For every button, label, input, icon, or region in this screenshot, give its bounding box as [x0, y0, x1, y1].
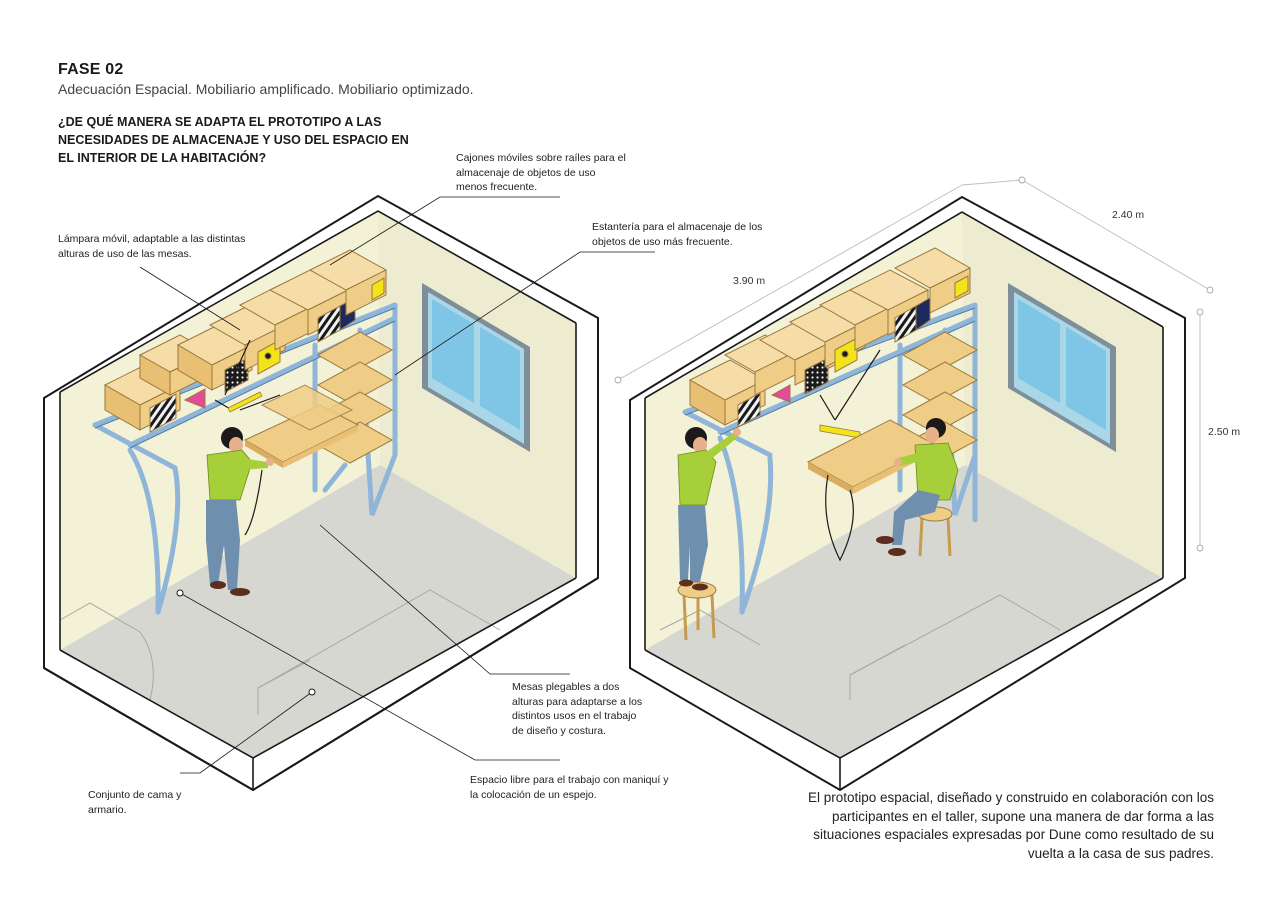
right-room — [614, 176, 1214, 792]
left-leader-lines — [139, 196, 655, 774]
right-window — [1008, 283, 1116, 452]
left-window — [422, 283, 530, 452]
phase-subtitle: Adecuación Espacial. Mobiliario amplific… — [58, 81, 474, 97]
annotation-bed-wardrobe: Conjunto de cama y armario. — [88, 789, 182, 816]
right-drawers — [688, 247, 972, 428]
left-person-standing — [206, 427, 274, 596]
annotation-shelf: Estantería para el almacenaje de los obj… — [592, 221, 763, 248]
right-person-standing — [677, 427, 741, 591]
dimension-height-label: 2.50 m — [1208, 426, 1241, 438]
left-room — [43, 194, 655, 792]
annotation-free-space: Espacio libre para el trabajo con maniqu… — [470, 774, 669, 801]
right-stool-right — [918, 517, 952, 557]
right-person-seated — [876, 418, 959, 556]
right-room-floor-plane — [645, 465, 1163, 758]
left-drawers — [103, 249, 388, 433]
left-room-floor-plane — [60, 465, 576, 758]
right-stool-left — [682, 594, 716, 641]
dimension-lines — [617, 179, 1211, 548]
phase-title: FASE 02 — [58, 61, 124, 78]
annotation-lamp: Lámpara móvil, adaptable a las distintas… — [58, 233, 246, 260]
annotation-tables: Mesas plegables a dos alturas para adapt… — [512, 681, 643, 737]
annotation-drawers: Cajones móviles sobre raíles para el alm… — [456, 152, 626, 193]
caption-paragraph: El prototipo espacial, diseñado y constr… — [807, 790, 1214, 861]
right-lamp — [819, 349, 881, 421]
dimension-length-label: 3.90 m — [733, 275, 766, 287]
guiding-question: ¿DE QUÉ MANERA SE ADAPTA EL PROTOTIPO A … — [58, 115, 409, 165]
dimension-width-label: 2.40 m — [1112, 209, 1145, 221]
